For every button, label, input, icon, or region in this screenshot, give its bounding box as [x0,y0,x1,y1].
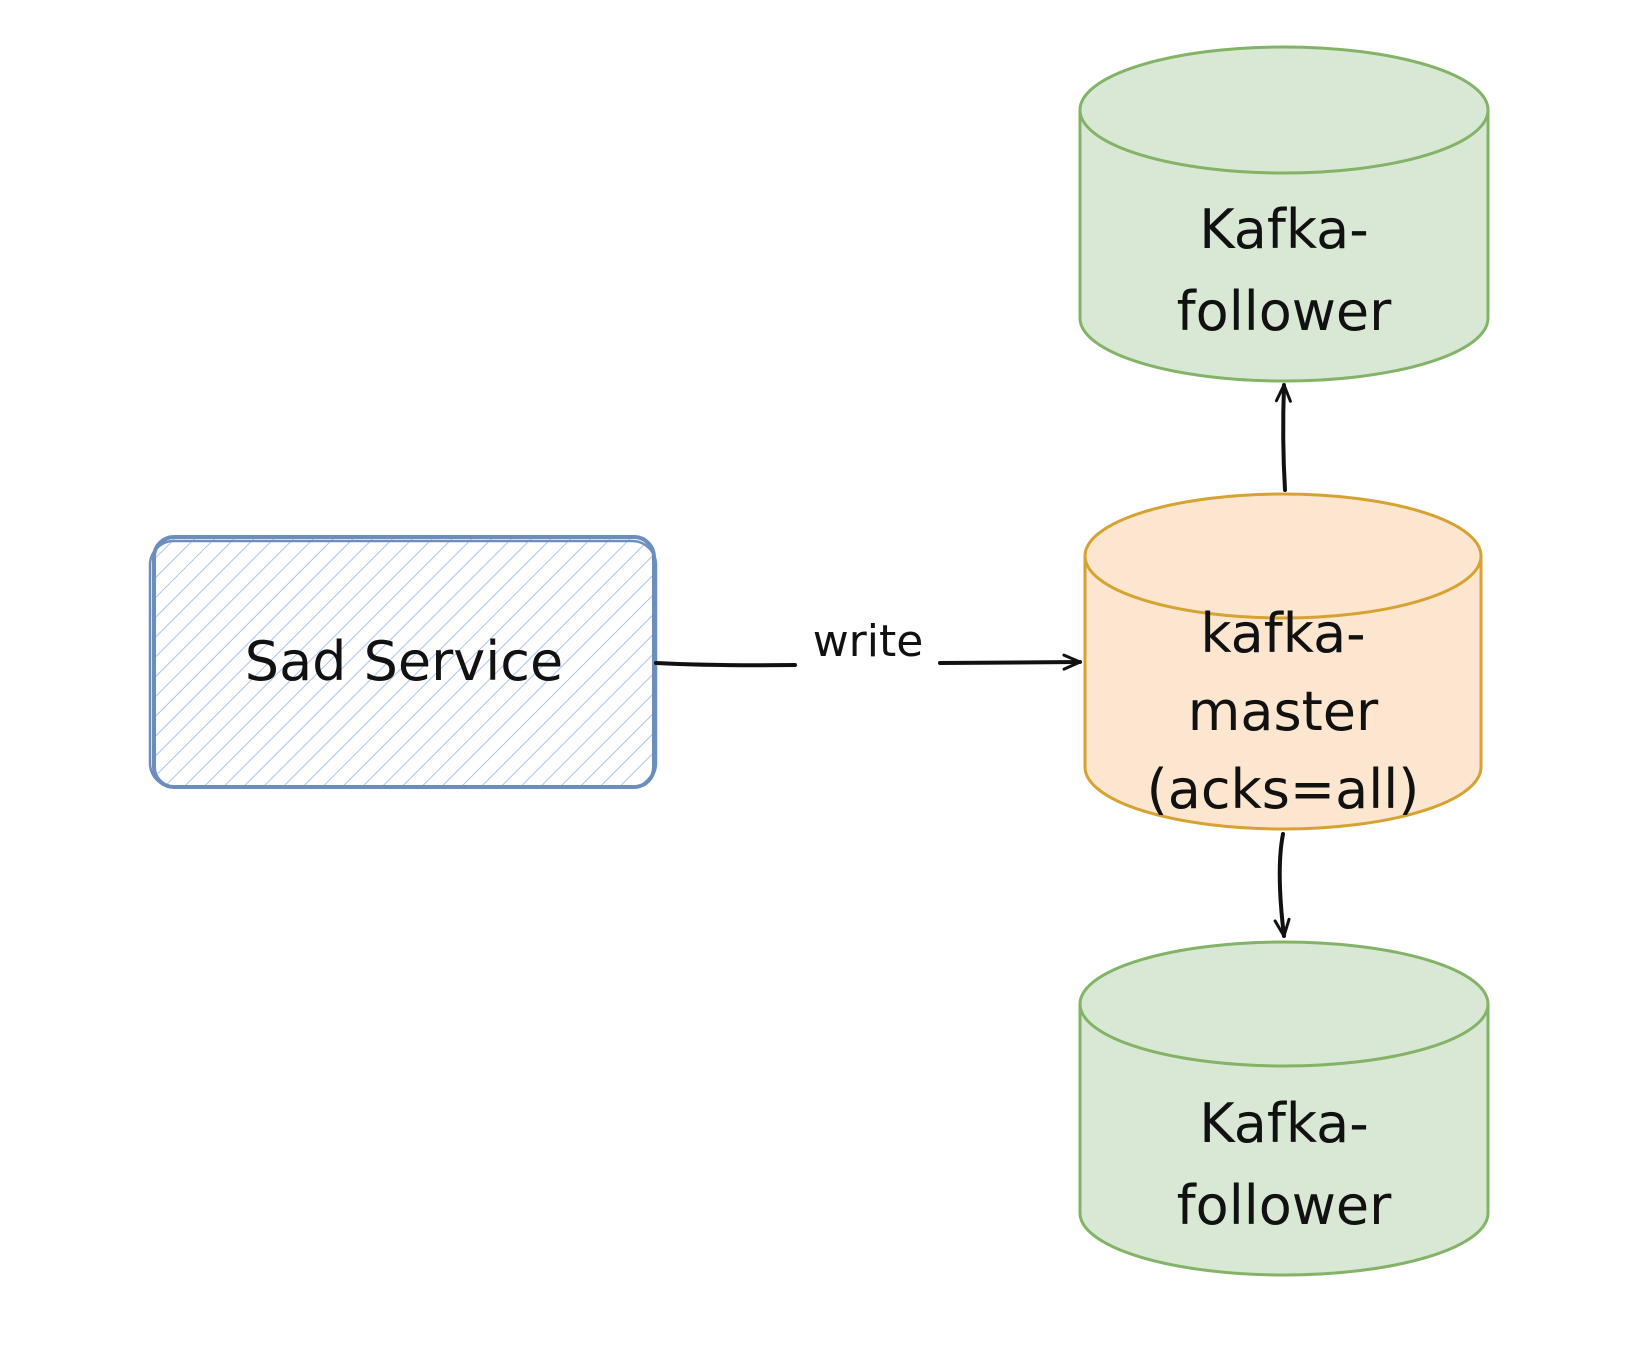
kafka-master-node[interactable]: kafka- master (acks=all) [1083,492,1483,831]
kafka-follower-top-node[interactable]: Kafka- follower [1078,45,1490,383]
write-edge[interactable]: write [654,616,1082,671]
sad-service-label: Sad Service [245,630,563,693]
kafka-master-label-line-2: master [1188,680,1379,743]
kafka-follower-bottom-label-line-2: follower [1177,1174,1392,1237]
kafka-follower-top-label-line-1: Kafka- [1199,198,1368,261]
master-to-follower-bottom-edge[interactable] [1273,832,1291,938]
kafka-master-label-line-3: (acks=all) [1147,758,1420,821]
kafka-follower-bottom-node[interactable]: Kafka- follower [1078,940,1490,1277]
kafka-master-label-line-1: kafka- [1200,602,1365,665]
write-edge-label: write [813,616,924,667]
master-to-follower-top-edge[interactable] [1274,383,1292,492]
sad-service-node[interactable]: Sad Service [148,535,658,789]
kafka-follower-top-label-line-2: follower [1177,280,1392,343]
kafka-follower-bottom-label-line-1: Kafka- [1199,1092,1368,1155]
